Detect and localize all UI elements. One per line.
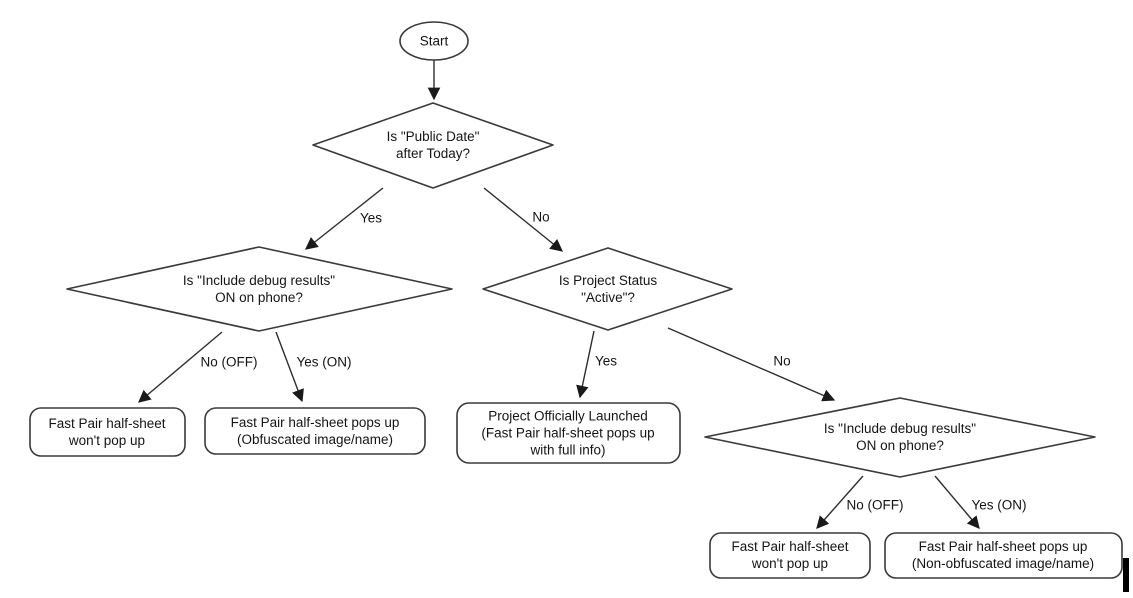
edge-debugright-yeson-arrow	[934, 475, 980, 529]
edge-debugleft-yeson-arrow	[275, 331, 304, 403]
project-status-decision-shape	[482, 247, 733, 331]
launched-result-label: Project Officially Launched (Fast Pair h…	[481, 408, 655, 458]
edge-label-status-no: No	[773, 353, 791, 369]
public-date-decision-label: Is "Public Date" after Today?	[386, 129, 480, 161]
edge-label-debugleft-yes-on: Yes (ON)	[296, 354, 352, 370]
obfuscated-result-shape	[204, 407, 426, 455]
no-popup-left-result-shape	[29, 407, 186, 457]
debug-left-decision-shape	[66, 246, 453, 332]
project-status-decision-label: Is Project Status "Active"?	[558, 273, 658, 305]
non-obfuscated-result-label: Fast Pair half-sheet pops up (Non-obfusc…	[911, 539, 1095, 571]
edge-publicdate-no-arrow	[483, 187, 563, 252]
debug-left-decision-label: Is "Include debug results" ON on phone?	[182, 273, 336, 305]
no-popup-right-result-label: Fast Pair half-sheet won't pop up	[731, 539, 849, 571]
edge-debugleft-nooff-arrow	[138, 331, 223, 403]
edge-publicdate-yes-arrow	[305, 187, 384, 250]
edge-label-debugright-yes-on: Yes (ON)	[971, 497, 1027, 513]
edge-label-debugright-no-off: No (OFF)	[846, 497, 904, 513]
debug-right-decision-label: Is "Include debug results" ON on phone?	[823, 421, 977, 453]
non-obfuscated-result-shape	[884, 532, 1123, 579]
start-terminator-shape	[399, 21, 469, 61]
launched-result-shape	[456, 402, 681, 464]
start-label: Start	[419, 33, 449, 49]
no-popup-right-result-shape	[709, 532, 871, 579]
edge-label-publicdate-no: No	[532, 209, 550, 225]
edge-debugright-nooff-arrow	[816, 475, 864, 529]
edge-label-status-yes: Yes	[594, 353, 618, 369]
edge-label-debugleft-no-off: No (OFF)	[200, 354, 258, 370]
edge-status-yes-arrow	[576, 330, 595, 399]
debug-right-decision-shape	[704, 397, 1096, 478]
text-cursor-artifact	[1123, 558, 1129, 592]
obfuscated-result-label: Fast Pair half-sheet pops up (Obfuscated…	[230, 415, 400, 447]
no-popup-left-result-label: Fast Pair half-sheet won't pop up	[48, 416, 166, 448]
public-date-decision-shape	[312, 102, 554, 189]
edge-label-publicdate-yes: Yes	[359, 210, 383, 226]
edge-status-no-arrow	[667, 327, 836, 402]
